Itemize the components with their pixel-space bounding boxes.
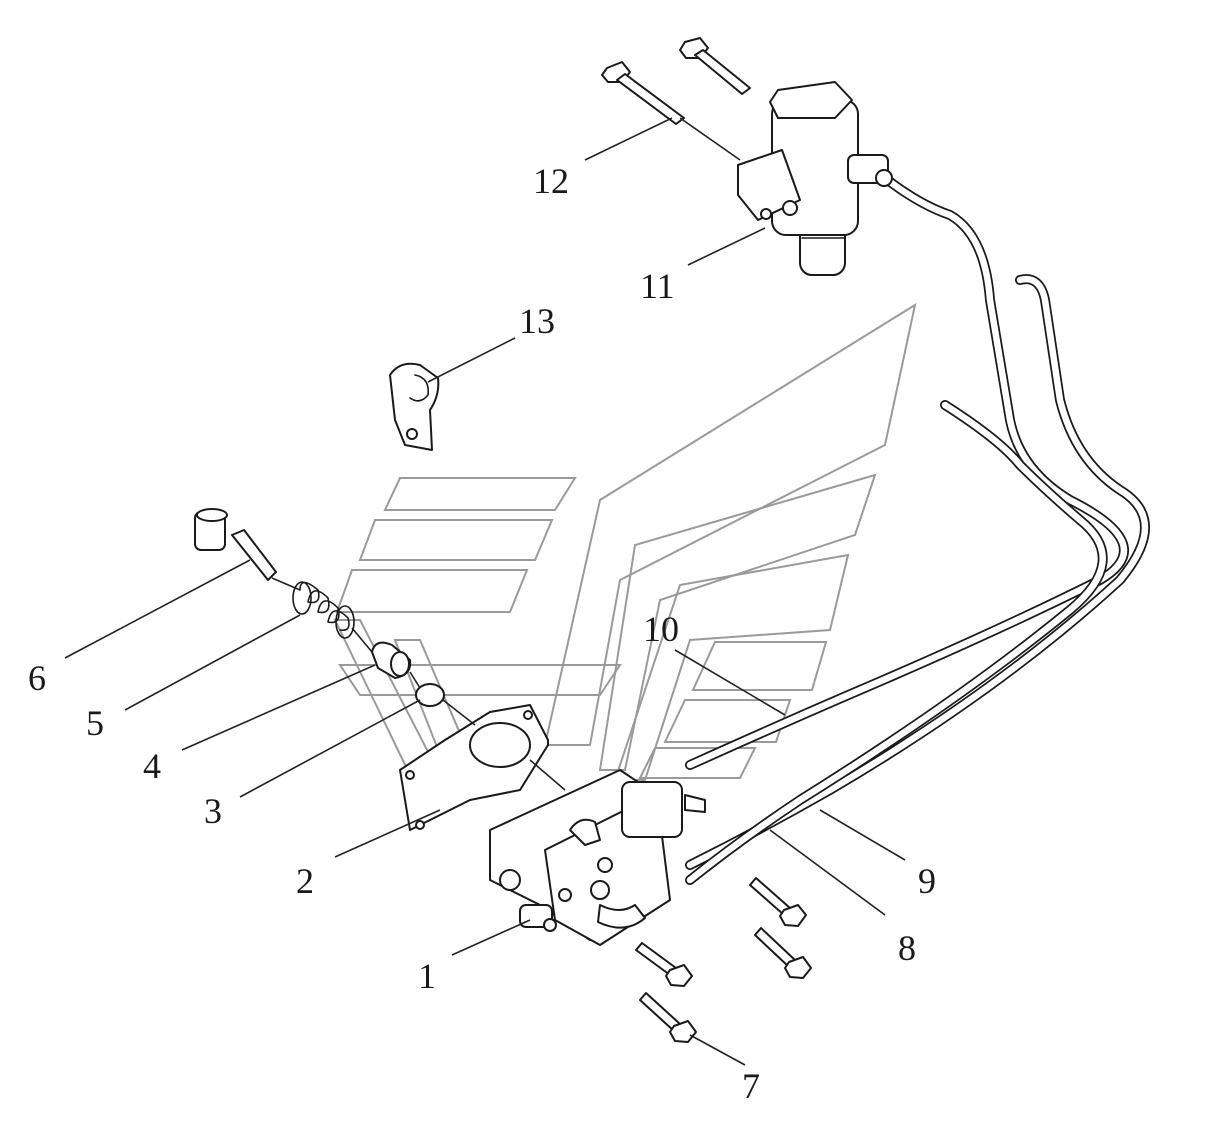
- callout-leaders: [64, 117, 906, 1066]
- callout-8: 8: [898, 928, 916, 968]
- leader-6: [64, 559, 251, 659]
- watermark-chevron-top: [543, 302, 917, 746]
- leader-13: [427, 337, 516, 383]
- watermark-bar-2: [358, 519, 554, 561]
- tubes: [685, 173, 1150, 885]
- leader-7: [689, 1034, 746, 1066]
- bolt-7b: [754, 927, 812, 979]
- bolt-7c: [635, 942, 693, 987]
- part-3-o-ring: [415, 683, 445, 707]
- leader-9: [819, 809, 906, 861]
- callout-1: 1: [418, 956, 436, 996]
- assembly-axis-lines: [271, 117, 741, 791]
- watermark-base: [338, 664, 622, 696]
- part-2-gasket: [399, 704, 549, 831]
- part-1-valve-body: [489, 769, 706, 946]
- leader-11: [687, 227, 766, 266]
- leader-3: [239, 699, 421, 798]
- watermark-bar-1: [383, 477, 577, 511]
- bolt-7a: [749, 877, 807, 927]
- bolt-7d: [639, 992, 697, 1043]
- callout-5: 5: [86, 703, 104, 743]
- leader-10: [674, 649, 786, 716]
- part-4-bushing: [371, 641, 412, 679]
- leader-4: [181, 664, 376, 751]
- callout-9: 9: [918, 861, 936, 901]
- bolt-12a: [679, 37, 751, 95]
- part-6-pin: [194, 508, 277, 581]
- part-13-clip: [389, 362, 440, 451]
- part-11-valve: [737, 81, 893, 276]
- callout-10: 10: [643, 609, 679, 649]
- part-7-bolts: [635, 877, 812, 1043]
- leader-5: [124, 614, 301, 711]
- callout-13: 13: [519, 301, 555, 341]
- callout-2: 2: [296, 861, 314, 901]
- callout-4: 4: [143, 746, 161, 786]
- leader-8: [769, 829, 886, 916]
- watermark-chevron-middle: [598, 473, 877, 771]
- callout-7: 7: [742, 1066, 760, 1106]
- callout-6: 6: [28, 658, 46, 698]
- bolt-12b: [601, 61, 685, 125]
- leader-2: [334, 809, 441, 858]
- leader-1: [451, 919, 531, 956]
- watermark-bar-4: [691, 641, 828, 691]
- callout-3: 3: [204, 791, 222, 831]
- part-12-bolts: [601, 37, 751, 125]
- watermark-bar-5: [663, 699, 792, 743]
- callout-labels: 1 2 3 4 5 6 7 8 9 10 11 12 13: [28, 161, 936, 1106]
- leader-12: [584, 117, 673, 161]
- callout-11: 11: [640, 266, 675, 306]
- watermark-bar-3: [335, 569, 529, 613]
- part-5-spring: [292, 581, 355, 639]
- callout-12: 12: [533, 161, 569, 201]
